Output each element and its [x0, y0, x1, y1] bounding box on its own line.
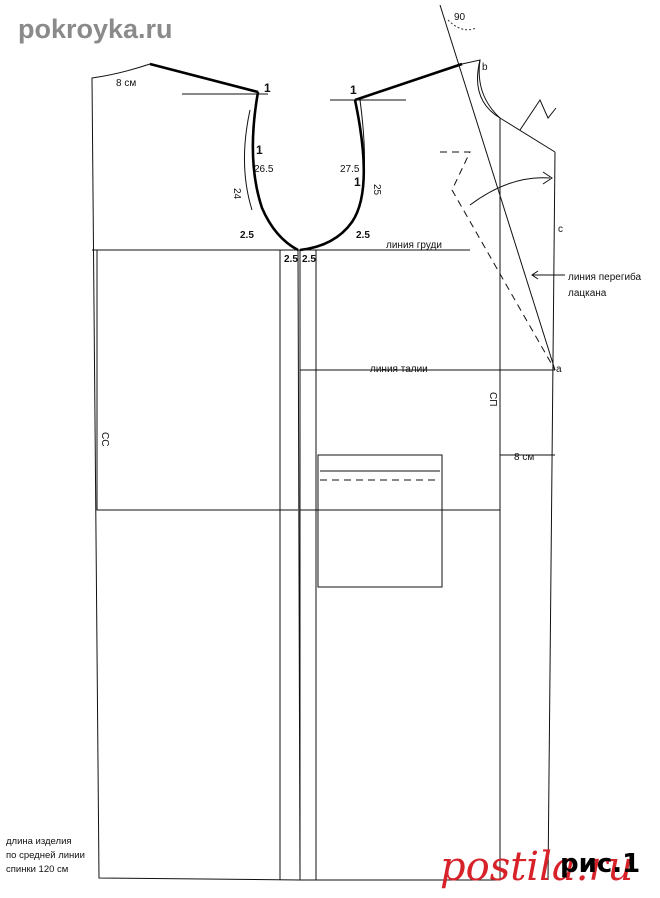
lapel-turn-arrowhead: [542, 171, 553, 185]
label-chest-line: линия груди: [386, 240, 442, 251]
note-line-2: по средней линии: [6, 850, 85, 861]
front-outline: [299, 59, 501, 881]
figure-label: рис.1: [560, 849, 640, 879]
front-shoulder-line: [354, 62, 463, 102]
label-waist-line: линия талии: [370, 364, 428, 375]
back-armhole-curve: [251, 91, 299, 252]
label-point-a: a: [556, 364, 562, 375]
fold-pointer-head: [531, 270, 539, 280]
front-extension-line: [547, 151, 556, 881]
front-armhole-outer: [478, 59, 501, 119]
measure-back-armhole: 26.5: [254, 164, 274, 175]
site-title: pokroyka.ru: [18, 14, 173, 44]
front-piece: [299, 4, 557, 881]
mark-1-back-mid: 1: [256, 143, 263, 157]
label-fold-line-1: линия перегиба: [568, 271, 642, 283]
label-offset-8cm: 8 см: [514, 452, 534, 463]
back-armhole-inner: [243, 109, 253, 211]
lapel-top-zigzag: [519, 98, 557, 131]
note-line-3: спинки 120 см: [6, 864, 68, 875]
label-point-b: b: [482, 62, 488, 73]
lapel-turn-arrow: [469, 177, 551, 206]
back-piece: [91, 62, 301, 881]
label-angle: 90: [454, 12, 466, 23]
back-panel-rect: [96, 249, 281, 511]
mark-1-front-top: 1: [350, 83, 357, 97]
lapel-dashed-shape: [440, 151, 556, 371]
label-ss-left: СС: [99, 432, 110, 446]
label-back-shoulder: 8 см: [116, 78, 136, 89]
label-fold-line-2: лацкана: [568, 288, 607, 299]
pocket: [317, 454, 443, 588]
label-sp-right: СП: [487, 392, 498, 406]
note-line-1: длина изделия: [6, 836, 72, 847]
mark-1-back-top: 1: [264, 81, 271, 95]
label-point-c: c: [558, 224, 563, 235]
measure-left-2-5: 2.5: [240, 230, 254, 241]
measure-center-right-2-5: 2.5: [302, 254, 316, 265]
front-armhole-curve: [299, 99, 366, 252]
measure-front-armhole: 27.5: [340, 164, 360, 175]
lapel-fold-line: [439, 4, 556, 371]
measure-right-2-5: 2.5: [356, 230, 370, 241]
back-outline: [91, 63, 301, 881]
angle-arc: [447, 19, 477, 31]
front-lapel-edge: [499, 117, 556, 153]
back-shoulder-line: [149, 62, 259, 94]
measure-back-armhole-outer: 24: [231, 188, 242, 200]
mark-1-front-mid: 1: [354, 175, 361, 189]
watermark: postila.ru: [440, 844, 633, 890]
pocket-rect: [317, 454, 443, 588]
measure-front-armhole-outer: 25: [371, 184, 382, 196]
measure-center-left-2-5: 2.5: [284, 254, 298, 265]
